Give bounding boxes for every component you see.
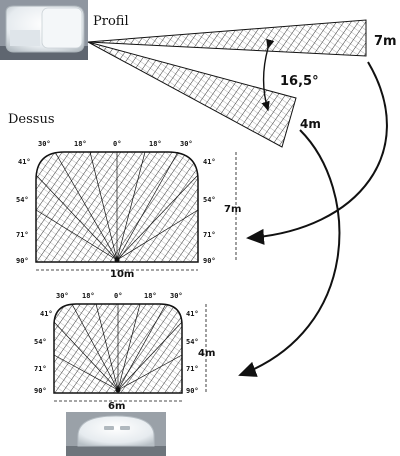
small-angle-left-3: 71° xyxy=(34,365,47,373)
top-view-label: Dessus xyxy=(8,112,55,127)
profile-view: Profil 16,5° 7m 4m xyxy=(87,14,397,148)
large-angle-top-1: 30° xyxy=(38,140,51,148)
small-angle-left-1: 41° xyxy=(40,310,53,318)
arrow-near-to-small xyxy=(238,129,341,377)
profile-far-range-label: 7m xyxy=(374,34,397,49)
angle-arrow xyxy=(261,38,275,112)
large-angle-top-4: 18° xyxy=(149,140,162,148)
profile-angle-label: 16,5° xyxy=(280,74,319,89)
small-width-label: 6m xyxy=(108,401,125,412)
large-angle-top-3: 0° xyxy=(113,140,121,148)
profile-label: Profil xyxy=(93,14,129,29)
small-angle-top-3: 0° xyxy=(114,292,122,300)
arrow-far-to-large xyxy=(246,61,388,245)
small-depth-label: 4m xyxy=(198,348,215,359)
large-angle-left-1: 41° xyxy=(18,158,31,166)
large-angle-right-3: 71° xyxy=(203,231,216,239)
large-angle-right-4: 90° xyxy=(203,257,216,265)
large-angle-top-2: 18° xyxy=(74,140,87,148)
small-angle-right-2: 54° xyxy=(186,338,199,346)
top-view-small: 30° 18° 0° 18° 30° 41° 54° 71° 90° 41° 5… xyxy=(34,292,215,412)
large-angle-left-4: 90° xyxy=(16,257,29,265)
motion-sensor-side-photo xyxy=(0,0,88,60)
large-angle-right-1: 41° xyxy=(203,158,216,166)
small-angle-right-4: 90° xyxy=(186,387,199,395)
large-angle-left-2: 54° xyxy=(16,196,29,204)
large-angle-top-5: 30° xyxy=(180,140,193,148)
large-angle-left-3: 71° xyxy=(16,231,29,239)
small-angle-top-2: 18° xyxy=(82,292,95,300)
small-angle-left-2: 54° xyxy=(34,338,47,346)
small-angle-left-4: 90° xyxy=(34,387,47,395)
small-angle-top-4: 18° xyxy=(144,292,157,300)
large-width-label: 10m xyxy=(110,269,134,280)
small-angle-top-1: 30° xyxy=(56,292,69,300)
profile-near-range-label: 4m xyxy=(300,117,321,131)
top-view-large: 30° 18° 0° 18° 30° 41° 54° 71° 90° 41° 5… xyxy=(16,140,241,280)
small-angle-top-5: 30° xyxy=(170,292,183,300)
small-angle-right-1: 41° xyxy=(186,310,199,318)
small-angle-right-3: 71° xyxy=(186,365,199,373)
large-depth-label: 7m xyxy=(224,204,241,215)
large-angle-right-2: 54° xyxy=(203,196,216,204)
motion-sensor-front-photo xyxy=(66,412,166,456)
